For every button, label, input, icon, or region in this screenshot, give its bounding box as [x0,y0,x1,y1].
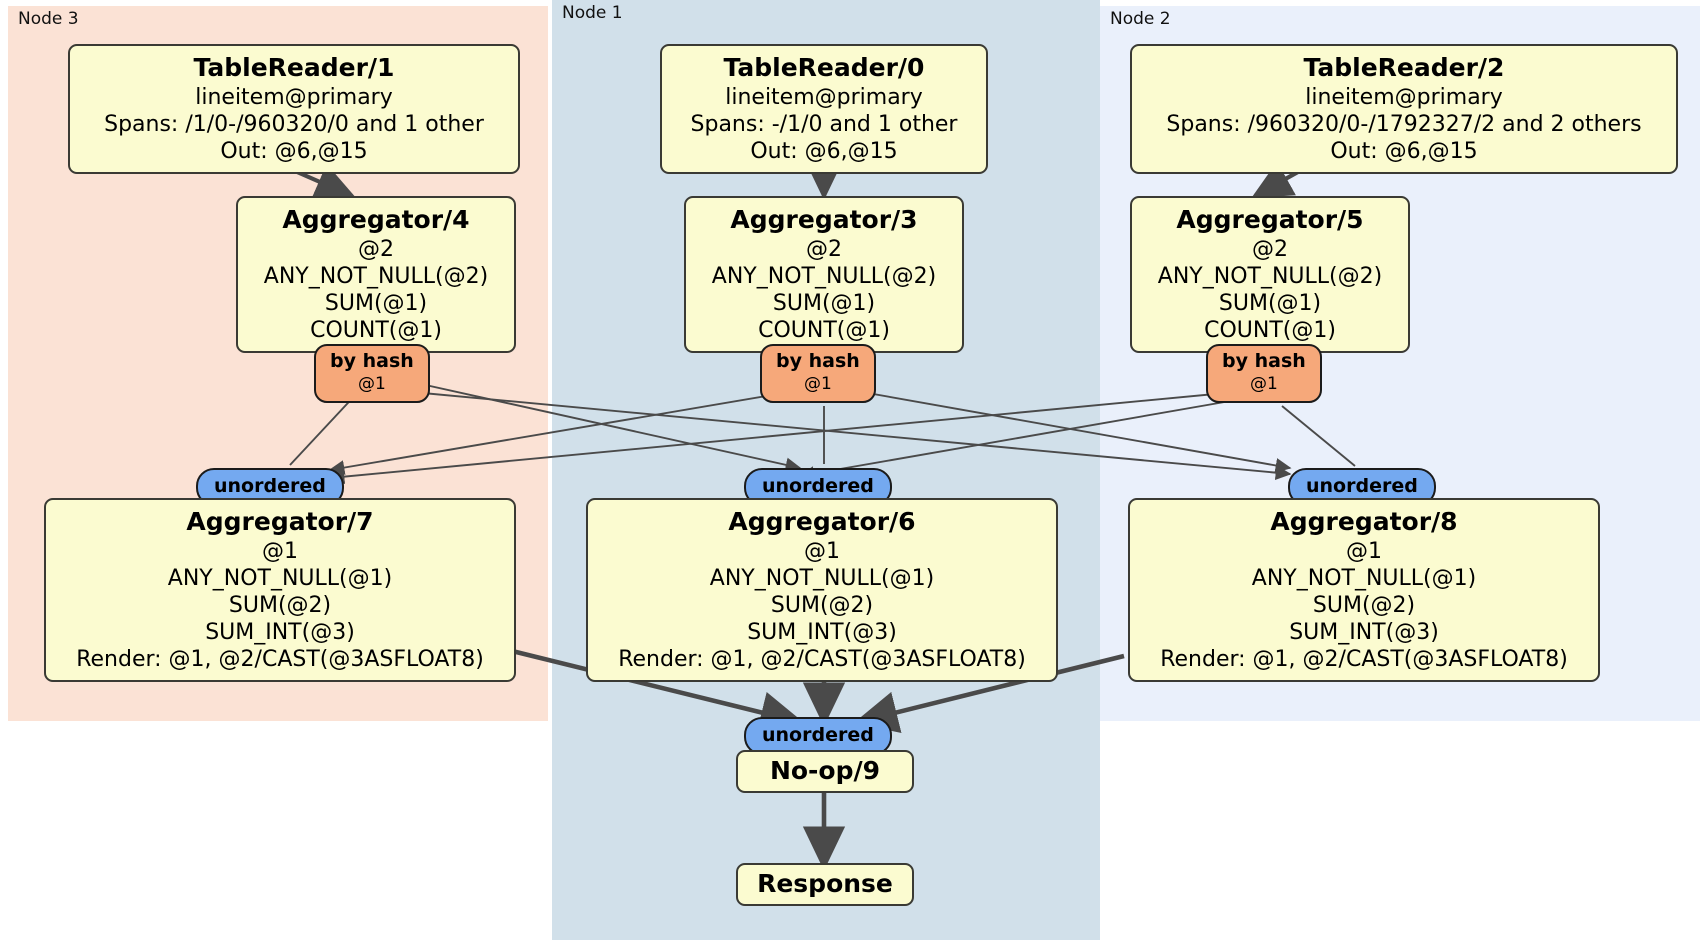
router-by-hash-right[interactable]: by hash @1 [1206,344,1322,403]
processor-table-reader-0[interactable]: TableReader/0 lineitem@primary Spans: -/… [660,44,988,174]
synchronizer-label: unordered [1306,475,1418,497]
processor-line: @2 [358,237,394,262]
processor-title: Response [757,869,893,898]
processor-line: @1 [262,539,298,564]
processor-response[interactable]: Response [736,863,914,906]
processor-line: SUM_INT(@3) [747,620,897,645]
synchronizer-label: unordered [762,724,874,746]
processor-line: Render: @1, @2/CAST(@3ASFLOAT8) [1160,647,1568,672]
processor-line: ANY_NOT_NULL(@1) [1251,566,1477,591]
processor-aggregator-5[interactable]: Aggregator/5 @2 ANY_NOT_NULL(@2) SUM(@1)… [1130,196,1410,353]
processor-title: TableReader/0 [723,53,925,82]
processor-line: SUM(@1) [324,291,428,316]
processor-aggregator-3[interactable]: Aggregator/3 @2 ANY_NOT_NULL(@2) SUM(@1)… [684,196,964,353]
processor-line: ANY_NOT_NULL(@1) [709,566,935,591]
processor-line: COUNT(@1) [310,318,442,343]
processor-line: Render: @1, @2/CAST(@3ASFLOAT8) [76,647,484,672]
processor-aggregator-7[interactable]: Aggregator/7 @1 ANY_NOT_NULL(@1) SUM(@2)… [44,498,516,682]
processor-title: Aggregator/7 [186,507,374,536]
processor-line: Spans: /1/0-/960320/0 and 1 other [104,112,484,137]
processor-line: @2 [806,237,842,262]
processor-line: ANY_NOT_NULL(@2) [711,264,937,289]
processor-line: COUNT(@1) [758,318,890,343]
processor-aggregator-8[interactable]: Aggregator/8 @1 ANY_NOT_NULL(@1) SUM(@2)… [1128,498,1600,682]
router-by-hash-left[interactable]: by hash @1 [314,344,430,403]
processor-title: Aggregator/3 [730,205,918,234]
processor-title: Aggregator/5 [1176,205,1364,234]
processor-line: COUNT(@1) [1204,318,1336,343]
processor-line: Out: @6,@15 [220,139,368,164]
processor-title: TableReader/2 [1303,53,1505,82]
processor-line: ANY_NOT_NULL(@2) [1157,264,1383,289]
processor-line: ANY_NOT_NULL(@2) [263,264,489,289]
router-sublabel: @1 [357,374,386,394]
processor-line: Render: @1, @2/CAST(@3ASFLOAT8) [618,647,1026,672]
processor-no-op-9[interactable]: No-op/9 [736,750,914,793]
node-panel-label-node1: Node 1 [562,3,623,23]
processor-line: @1 [1346,539,1382,564]
node-panel-label-node2: Node 2 [1110,9,1171,29]
processor-aggregator-6[interactable]: Aggregator/6 @1 ANY_NOT_NULL(@1) SUM(@2)… [586,498,1058,682]
processor-table-reader-1[interactable]: TableReader/1 lineitem@primary Spans: /1… [68,44,520,174]
processor-line: Spans: /960320/0-/1792327/2 and 2 others [1166,112,1642,137]
synchronizer-label: unordered [762,475,874,497]
router-sublabel: @1 [1249,374,1278,394]
processor-line: SUM(@2) [770,593,874,618]
router-label: by hash [776,350,860,372]
processor-line: ANY_NOT_NULL(@1) [167,566,393,591]
processor-title: Aggregator/6 [728,507,916,536]
processor-line: @1 [804,539,840,564]
processor-line: SUM(@1) [772,291,876,316]
processor-line: SUM(@2) [1312,593,1416,618]
processor-line: @2 [1252,237,1288,262]
processor-line: lineitem@primary [1305,85,1503,110]
processor-line: SUM_INT(@3) [205,620,355,645]
processor-title: Aggregator/4 [282,205,470,234]
processor-title: TableReader/1 [193,53,395,82]
processor-line: lineitem@primary [725,85,923,110]
processor-line: Out: @6,@15 [1330,139,1478,164]
node-panel-label-node3: Node 3 [18,9,79,29]
processor-line: Spans: -/1/0 and 1 other [690,112,958,137]
processor-line: Out: @6,@15 [750,139,898,164]
processor-line: lineitem@primary [195,85,393,110]
router-label: by hash [1222,350,1306,372]
processor-line: SUM(@1) [1218,291,1322,316]
router-sublabel: @1 [803,374,832,394]
processor-line: SUM_INT(@3) [1289,620,1439,645]
processor-line: SUM(@2) [228,593,332,618]
processor-title: Aggregator/8 [1270,507,1458,536]
processor-aggregator-4[interactable]: Aggregator/4 @2 ANY_NOT_NULL(@2) SUM(@1)… [236,196,516,353]
synchronizer-label: unordered [214,475,326,497]
processor-title: No-op/9 [769,756,881,785]
router-label: by hash [330,350,414,372]
router-by-hash-center[interactable]: by hash @1 [760,344,876,403]
processor-table-reader-2[interactable]: TableReader/2 lineitem@primary Spans: /9… [1130,44,1678,174]
